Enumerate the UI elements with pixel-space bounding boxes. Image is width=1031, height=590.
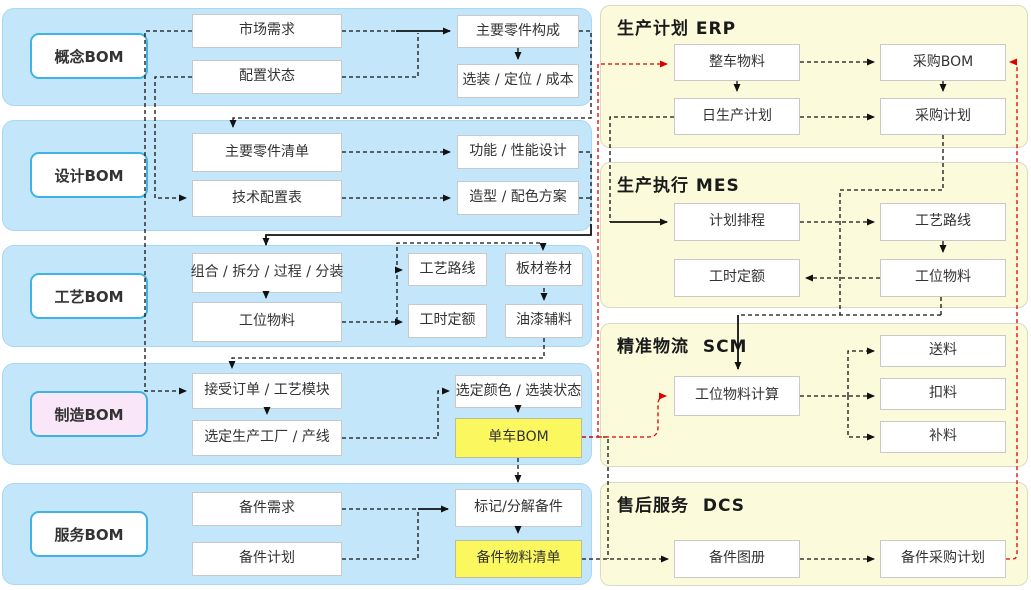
node-vehicle-bom: 单车BOM — [455, 418, 582, 458]
node-config-status: 配置状态 — [192, 60, 342, 94]
node-spare-material-list: 备件物料清单 — [455, 540, 582, 578]
node-spare-demand: 备件需求 — [192, 492, 342, 526]
label-concept-bom: 概念BOM — [30, 33, 148, 79]
label-design-bom: 设计BOM — [30, 152, 148, 198]
node-station-material-mes: 工位物料 — [880, 259, 1006, 297]
node-styling-color-scheme: 造型 / 配色方案 — [457, 181, 579, 215]
node-labor-hour-quota: 工时定额 — [408, 304, 487, 338]
panel-dcs-title: 售后服务 DCS — [617, 496, 745, 516]
node-mark-decompose-spare: 标记/分解备件 — [455, 489, 582, 527]
node-select-color-option: 选定颜色 / 选装状态 — [455, 375, 582, 408]
node-labor-hour-quota-mes: 工时定额 — [674, 259, 800, 297]
node-purchase-bom: 采购BOM — [880, 44, 1006, 81]
node-station-material: 工位物料 — [192, 302, 342, 342]
node-main-parts-composition: 主要零件构成 — [457, 15, 579, 48]
node-spare-purchase-plan: 备件采购计划 — [880, 540, 1006, 578]
node-purchase-plan: 采购计划 — [880, 98, 1006, 135]
node-select-plant-line: 选定生产工厂 / 产线 — [192, 420, 342, 456]
node-plan-scheduling: 计划排程 — [674, 203, 800, 241]
panel-erp-title: 生产计划 ERP — [617, 19, 737, 39]
node-replenish-material: 补料 — [880, 421, 1006, 453]
node-process-route: 工艺路线 — [408, 253, 487, 286]
label-service-bom: 服务BOM — [30, 511, 148, 557]
node-combine-split-process-pack: 组合 / 拆分 / 过程 / 分装 — [191, 253, 343, 293]
node-tech-config-table: 技术配置表 — [192, 180, 342, 217]
node-deduct-material: 扣料 — [880, 378, 1006, 410]
node-paint-auxiliary: 油漆辅料 — [505, 304, 583, 338]
node-daily-production-plan: 日生产计划 — [674, 98, 800, 135]
node-spare-parts-catalog: 备件图册 — [674, 540, 800, 578]
node-accept-order-process-module: 接受订单 / 工艺模块 — [192, 373, 342, 409]
node-function-performance-design: 功能 / 性能设计 — [457, 135, 579, 169]
node-option-position-cost: 选装 / 定位 / 成本 — [457, 64, 579, 98]
node-market-demand: 市场需求 — [192, 14, 342, 48]
panel-scm-title: 精准物流 SCM — [617, 337, 748, 357]
node-vehicle-material: 整车物料 — [674, 44, 800, 81]
panel-mes-title: 生产执行 MES — [617, 176, 740, 196]
label-manufacture-bom: 制造BOM — [30, 391, 148, 437]
node-sheet-coil-material: 板材卷材 — [505, 253, 583, 286]
node-process-route-mes: 工艺路线 — [880, 203, 1006, 241]
node-station-material-calc: 工位物料计算 — [674, 376, 800, 416]
node-spare-plan: 备件计划 — [192, 542, 342, 576]
node-main-parts-list: 主要零件清单 — [192, 133, 342, 172]
label-process-bom: 工艺BOM — [30, 273, 148, 319]
node-feed-material: 送料 — [880, 335, 1006, 367]
